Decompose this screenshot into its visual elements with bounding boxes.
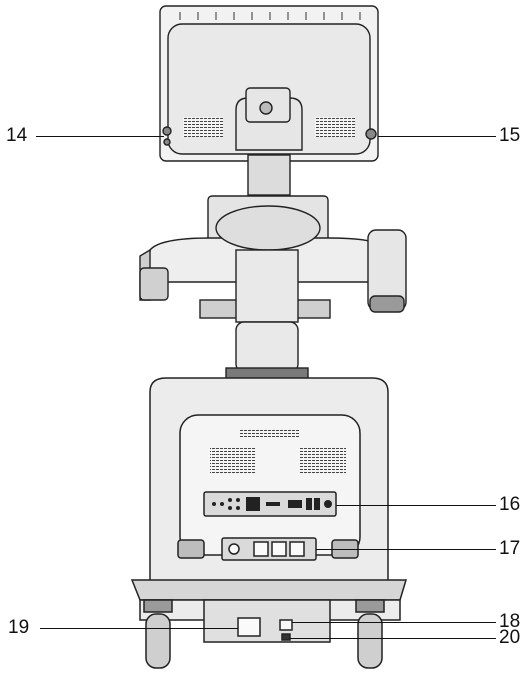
callout-label-20: 20 <box>499 627 521 648</box>
callout-line-17 <box>316 549 496 550</box>
callout-label-14: 14 <box>6 125 28 146</box>
callout-line-14 <box>36 136 164 137</box>
monitor-arm <box>235 87 303 196</box>
control-panel <box>139 195 407 319</box>
callout-line-18 <box>292 622 496 623</box>
callout-line-19 <box>40 628 238 629</box>
callout-line-20 <box>290 638 496 639</box>
power-inlet <box>237 617 261 637</box>
speaker-grille-right <box>315 117 355 137</box>
callout-label-15: 15 <box>499 125 521 146</box>
callout-label-17: 17 <box>499 538 521 559</box>
column <box>225 249 309 393</box>
monitor-port-left <box>162 126 172 136</box>
main-body <box>149 377 389 601</box>
base-power-block <box>203 599 331 643</box>
power-switch <box>279 619 293 631</box>
callout-line-15 <box>378 136 496 137</box>
callout-label-16: 16 <box>499 494 521 515</box>
callout-label-18: 18 <box>499 611 521 632</box>
casters <box>143 599 385 669</box>
callout-label-19: 19 <box>8 617 30 638</box>
base <box>130 579 408 643</box>
callout-line-16 <box>336 505 496 506</box>
monitor-port-right <box>365 128 377 140</box>
speaker-grille-left <box>183 117 223 137</box>
